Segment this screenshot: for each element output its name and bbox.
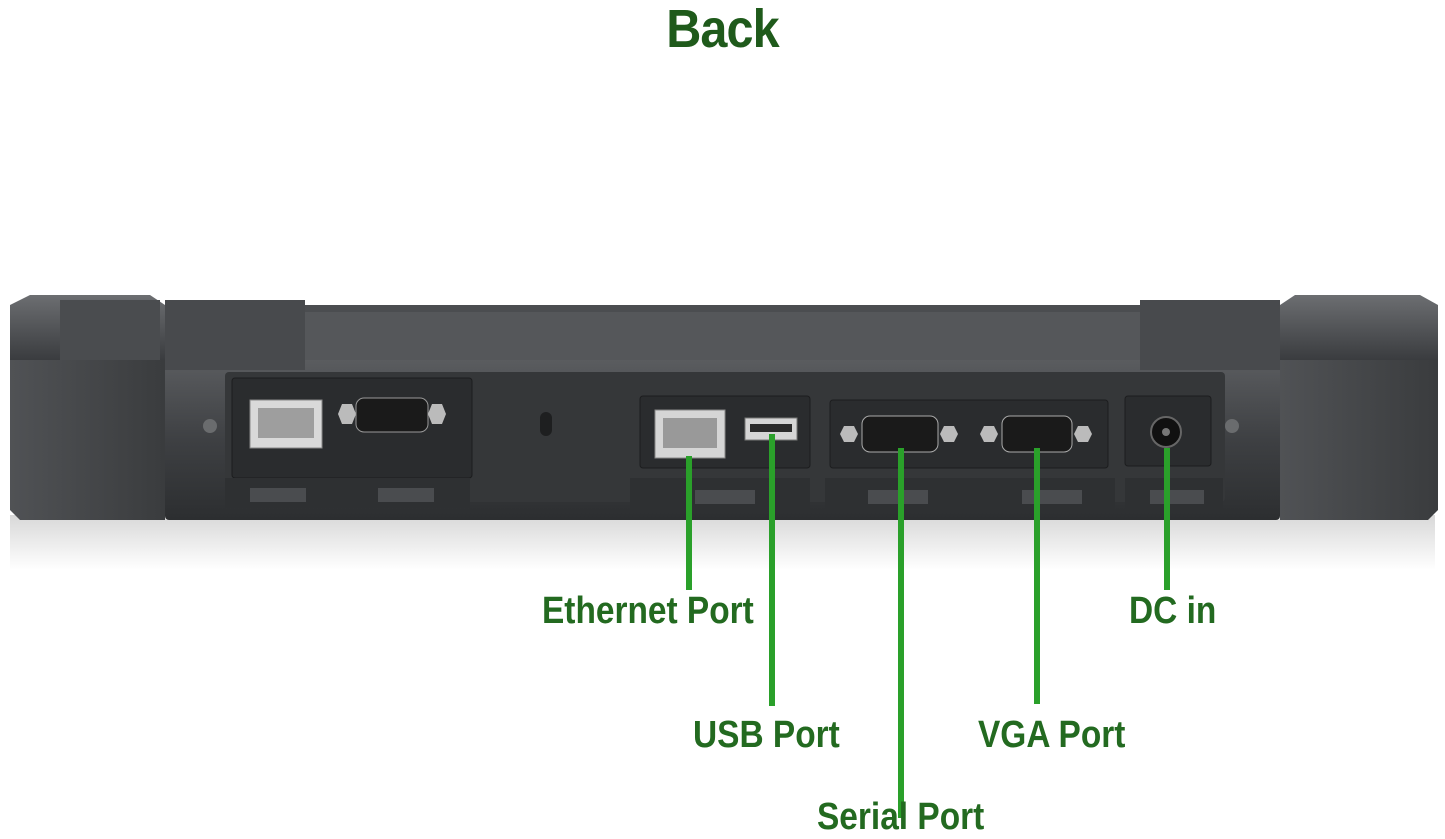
left-serial-jack bbox=[355, 397, 429, 433]
screw-left bbox=[203, 419, 217, 433]
diagram-title: Back bbox=[666, 0, 779, 59]
callout-dc-in: DC in bbox=[1129, 590, 1217, 632]
dc-leader bbox=[1164, 448, 1170, 590]
callout-usb-port: USB Port bbox=[693, 714, 840, 756]
left-hinge-detail bbox=[60, 300, 160, 360]
floor-shadow bbox=[10, 515, 1435, 570]
usb-leader bbox=[769, 434, 775, 706]
lock-slot bbox=[540, 412, 552, 436]
lid-center bbox=[305, 312, 1145, 362]
right-hinge-block bbox=[1140, 300, 1280, 370]
screw-right bbox=[1225, 419, 1239, 433]
right-bumper bbox=[1280, 360, 1438, 520]
left-screw bbox=[338, 404, 356, 424]
left-hinge-block bbox=[165, 300, 305, 370]
right-hinge-top bbox=[1280, 295, 1438, 360]
serial-leader bbox=[898, 448, 904, 818]
serial-jack bbox=[861, 415, 939, 453]
vga-jack bbox=[1001, 415, 1073, 453]
left-bumper bbox=[10, 360, 165, 520]
callout-vga-port: VGA Port bbox=[978, 714, 1126, 756]
callout-serial-port: Serial Port bbox=[817, 796, 985, 838]
ethernet-leader bbox=[686, 456, 692, 590]
vga-leader bbox=[1034, 448, 1040, 704]
callout-ethernet-port: Ethernet Port bbox=[542, 590, 754, 632]
